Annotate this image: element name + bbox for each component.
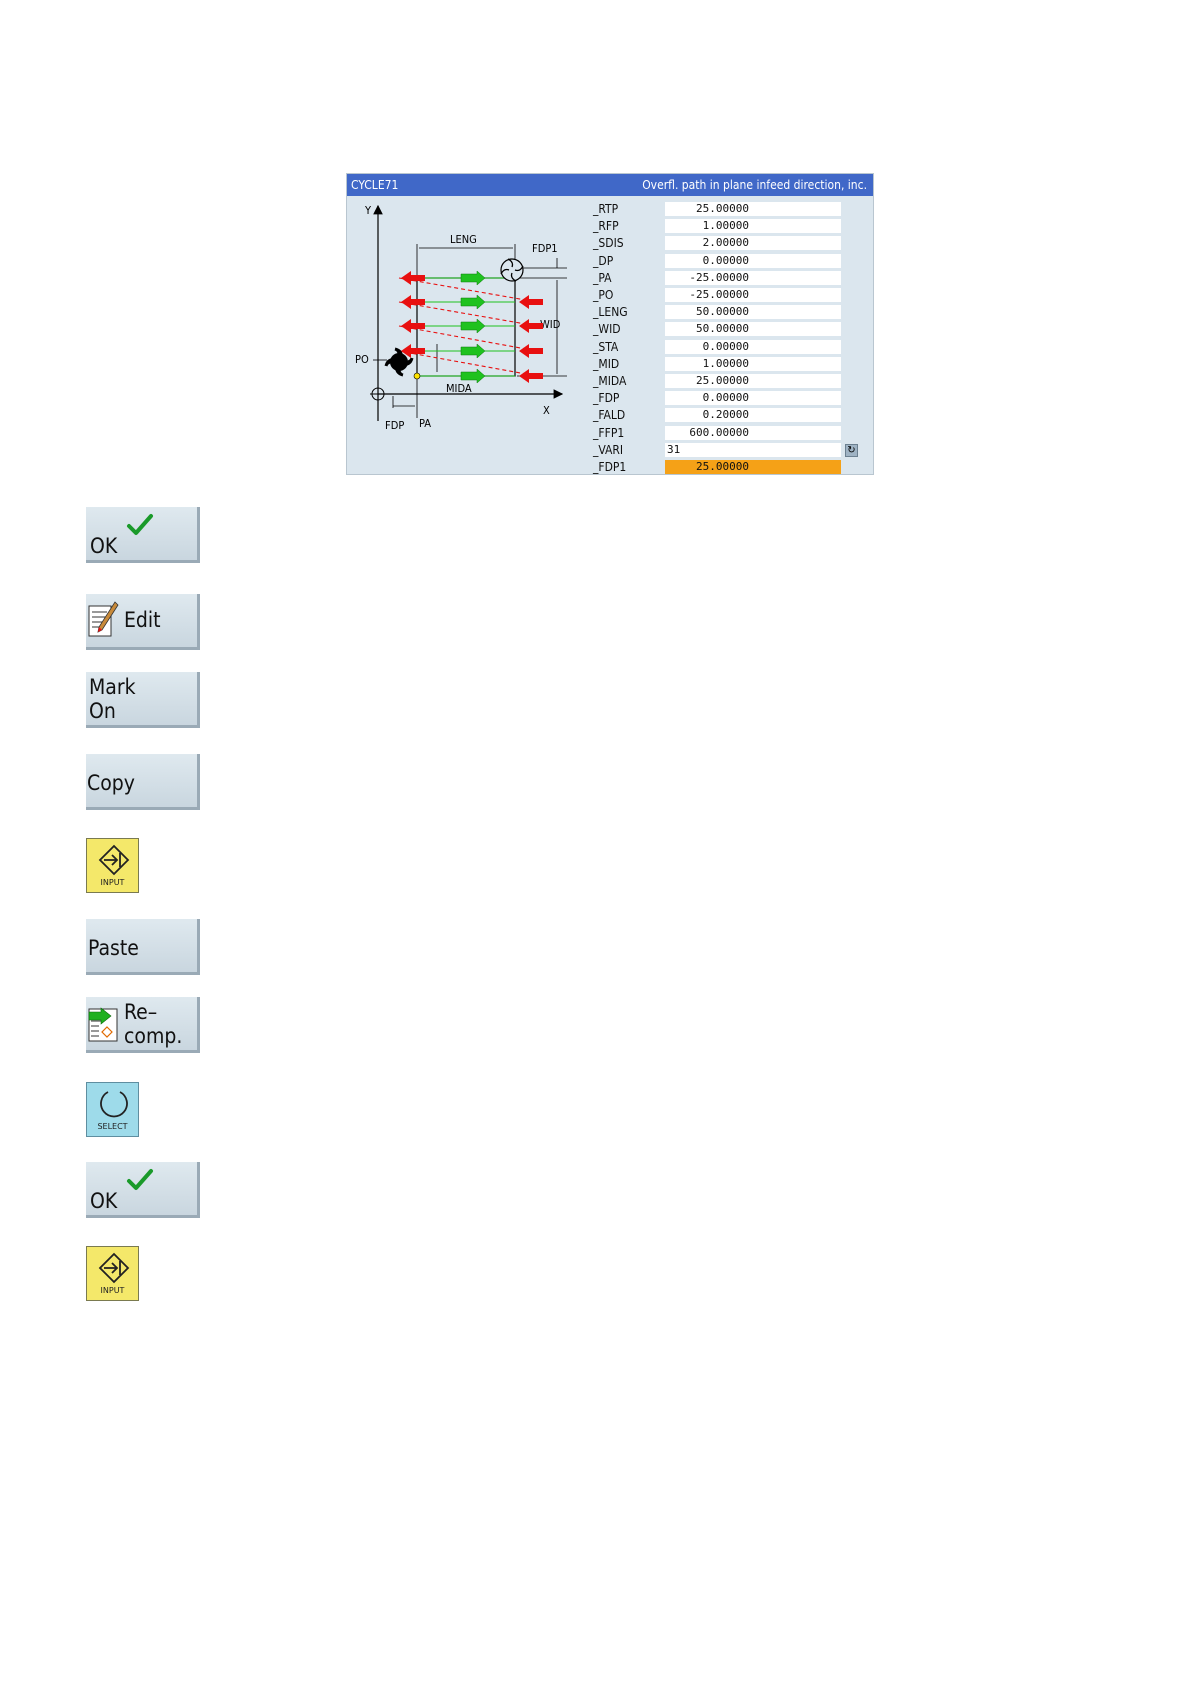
fdp1-label: FDP1	[532, 242, 558, 255]
param-value-field[interactable]: 0.00000	[665, 391, 841, 406]
param-name: _PO	[593, 288, 614, 302]
param-name: _FDP1	[593, 460, 627, 474]
origin-icon	[370, 386, 386, 402]
fdp-label: FDP	[385, 419, 404, 432]
param-value-field[interactable]: 600.00000	[665, 425, 841, 440]
paste-softkey[interactable]: Paste	[86, 919, 200, 975]
input-key-2[interactable]: INPUT	[86, 1246, 139, 1301]
param-name: _LENG	[593, 305, 628, 320]
param-row-vari: _VARI 31 ↻	[593, 442, 863, 458]
param-row-po: _PO -25.00000	[593, 287, 863, 303]
edit-label: Edit	[124, 608, 161, 632]
param-value-field[interactable]: 25.00000	[665, 202, 841, 216]
param-row-mid: _MID 1.00000	[593, 356, 863, 372]
input-arrow-icon	[98, 844, 130, 876]
param-name: _VARI	[593, 442, 624, 457]
edit-softkey[interactable]: Edit	[86, 594, 200, 650]
select-key-label: SELECT	[97, 1122, 128, 1131]
copy-label: Copy	[87, 771, 135, 795]
param-row-fald: _FALD 0.20000	[593, 407, 863, 423]
param-name: _PA	[593, 270, 612, 285]
param-value-field[interactable]: -25.00000	[665, 270, 841, 285]
param-row-sta: _STA 0.00000	[593, 339, 863, 355]
input-key[interactable]: INPUT	[86, 838, 139, 893]
param-name: _MID	[593, 356, 620, 371]
param-row-ffp1: _FFP1 600.00000	[593, 425, 863, 441]
param-name: _FFP1	[593, 425, 625, 440]
param-row-dp: _DP 0.00000	[593, 253, 863, 269]
checkmark-icon	[127, 514, 153, 535]
param-row-fdp: _FDP 0.00000	[593, 390, 863, 406]
param-value-field[interactable]: 2.00000	[665, 236, 841, 251]
param-row-wid: _WID 50.00000	[593, 321, 863, 337]
param-value-field[interactable]: 0.20000	[665, 408, 841, 423]
param-value-field[interactable]: 0.00000	[665, 253, 841, 268]
wid-label: WID	[540, 318, 561, 331]
param-name: _FDP	[593, 391, 620, 406]
cycle-diagram: Y X LENG FDP1 WID PO MIDA FDP	[355, 204, 567, 432]
param-value-field[interactable]: 50.00000	[665, 305, 841, 320]
cycle-parameter-screen: CYCLE71 Overfl. path in plane infeed dir…	[346, 173, 874, 475]
x-axis-label: X	[543, 404, 550, 417]
ok-softkey[interactable]: OK	[86, 507, 200, 563]
input-key-label: INPUT	[100, 878, 125, 887]
param-name: _STA	[593, 339, 619, 354]
param-value-field[interactable]: 31	[665, 442, 841, 457]
param-row-leng: _LENG 50.00000	[593, 304, 863, 320]
param-row-fdp1: _FDP1 25.00000	[593, 459, 863, 475]
select-key[interactable]: SELECT	[86, 1082, 139, 1137]
param-name: _RFP	[593, 219, 619, 234]
param-row-rfp: _RFP 1.00000	[593, 218, 863, 234]
ok-label-2: OK	[90, 1189, 118, 1213]
param-name: _WID	[593, 322, 621, 337]
recompile-icon	[88, 1007, 118, 1042]
param-value-field[interactable]: 25.00000	[665, 374, 841, 388]
title-bar: CYCLE71 Overfl. path in plane infeed dir…	[347, 174, 873, 196]
on-label: On	[89, 699, 116, 723]
paste-label: Paste	[88, 936, 139, 960]
param-name: _MIDA	[593, 374, 627, 388]
comp-label: comp.	[124, 1024, 183, 1048]
param-name: _SDIS	[593, 236, 624, 251]
param-value-field[interactable]: -25.00000	[665, 288, 841, 302]
input-arrow-icon	[98, 1252, 130, 1284]
pa-label: PA	[419, 417, 431, 430]
cycle-description: Overfl. path in plane infeed direction, …	[642, 178, 867, 192]
checkmark-icon	[127, 1169, 153, 1190]
y-axis-label: Y	[364, 204, 372, 217]
param-row-mida: _MIDA 25.00000	[593, 373, 863, 389]
milling-cutter-solid-icon	[384, 347, 421, 380]
param-row-pa: _PA -25.00000	[593, 270, 863, 286]
cycle-name: CYCLE71	[351, 178, 399, 192]
milling-cutter-outline-icon	[500, 258, 524, 282]
po-label: PO	[355, 353, 369, 366]
param-name: _FALD	[593, 408, 626, 423]
leng-label: LENG	[450, 233, 477, 246]
re-label: Re–	[124, 1000, 158, 1024]
param-value-field[interactable]: 50.00000	[665, 322, 841, 337]
select-circle-icon	[100, 1091, 128, 1118]
mark-on-softkey[interactable]: Mark On	[86, 672, 200, 728]
param-name: _RTP	[593, 202, 619, 216]
param-name: _DP	[593, 253, 614, 268]
param-row-rtp: _RTP 25.00000	[593, 201, 863, 217]
param-value-field[interactable]: 0.00000	[665, 339, 841, 354]
mark-label: Mark	[89, 675, 136, 699]
param-row-sdis: _SDIS 2.00000	[593, 235, 863, 251]
ok-softkey-2[interactable]: OK	[86, 1162, 200, 1218]
param-value-field[interactable]: 1.00000	[665, 356, 841, 371]
param-value-field[interactable]: 1.00000	[665, 219, 841, 234]
edit-pencil-icon	[88, 601, 119, 637]
recompile-softkey[interactable]: Re– comp.	[86, 997, 200, 1053]
ok-label: OK	[90, 534, 118, 558]
tool-path	[398, 270, 543, 384]
copy-softkey[interactable]: Copy	[86, 754, 200, 810]
input-key-label-2: INPUT	[100, 1286, 125, 1295]
param-value-field[interactable]: 25.00000	[665, 460, 841, 474]
cycle-icon[interactable]: ↻	[845, 443, 858, 457]
mida-label: MIDA	[446, 382, 472, 395]
